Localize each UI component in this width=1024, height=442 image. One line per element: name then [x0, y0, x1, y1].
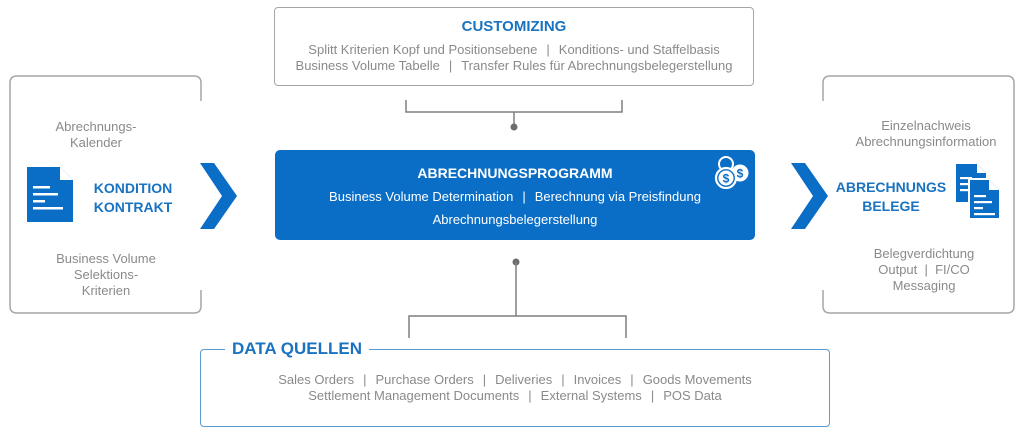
data-quellen-items: Sales Orders|Purchase Orders|Deliveries|…	[278, 372, 752, 403]
document-icon	[27, 167, 73, 222]
customizing-item: Business Volume Tabelle	[295, 58, 440, 73]
separator: |	[448, 58, 453, 73]
data-quellen-title: DATA QUELLEN	[225, 339, 370, 359]
program-line-2: Abrechnungsbelegerstellung	[432, 212, 598, 227]
chevron-right-icon	[200, 163, 237, 229]
abrechnungsbelege-box: Einzelnachweis Abrechnungsinformation AB…	[822, 75, 1016, 314]
abrechnungs-kalender-text: Abrechnungs- Kalender	[55, 119, 137, 150]
data-quellen-connector	[408, 258, 627, 338]
svg-text:$: $	[737, 167, 744, 181]
source-item: Invoices	[573, 372, 622, 387]
program-line-1: Business Volume Determination|Berechnung…	[329, 189, 701, 204]
customizing-item: Konditions- und Staffelbasis	[558, 42, 720, 57]
source-item: Settlement Management Documents	[308, 388, 520, 403]
abrechnungsprogramm-box: ABRECHNUNGSPROGRAMM Business Volume Dete…	[275, 150, 755, 240]
documents-icon	[956, 164, 1001, 220]
coins-dollar-icon: $ $	[714, 156, 749, 190]
source-item: POS Data	[663, 388, 722, 403]
source-item: Sales Orders	[278, 372, 355, 387]
customizing-item: Splitt Kriterien Kopf und Positionsebene	[308, 42, 538, 57]
business-volume-selektion-text: Business Volume Selektions- Kriterien	[56, 251, 156, 298]
svg-text:$: $	[723, 172, 730, 186]
source-item: External Systems	[540, 388, 642, 403]
customizing-items: Splitt Kriterien Kopf und Positionsebene…	[275, 42, 753, 74]
kondition-kontrakt-box: Abrechnungs- Kalender KONDITION KONTRAKT…	[9, 75, 203, 314]
abrechnungsbelege-title: ABRECHNUNGS BELEGE	[835, 179, 947, 214]
box-frame	[9, 75, 202, 314]
data-quellen-box: DATA QUELLEN Sales Orders|Purchase Order…	[200, 339, 830, 427]
box-frame	[822, 75, 1015, 314]
customizing-title: CUSTOMIZING	[461, 18, 567, 35]
source-item: Deliveries	[495, 372, 553, 387]
program-title: ABRECHNUNGSPROGRAMM	[417, 165, 613, 181]
customizing-item: Transfer Rules für Abrechnungsbelegerste…	[461, 58, 733, 73]
source-item: Goods Movements	[642, 372, 752, 387]
customizing-connector	[405, 100, 623, 131]
chevron-right-icon	[791, 163, 828, 229]
einzelnachweis-text: Einzelnachweis Abrechnungsinformation	[855, 118, 997, 149]
kondition-kontrakt-title: KONDITION KONTRAKT	[93, 180, 173, 215]
belegverdichtung-text: Belegverdichtung Output | FI/CO Messagin…	[873, 246, 975, 293]
source-item: Purchase Orders	[375, 372, 474, 387]
separator: |	[546, 42, 550, 57]
customizing-box: CUSTOMIZING Splitt Kriterien Kopf und Po…	[274, 7, 754, 86]
